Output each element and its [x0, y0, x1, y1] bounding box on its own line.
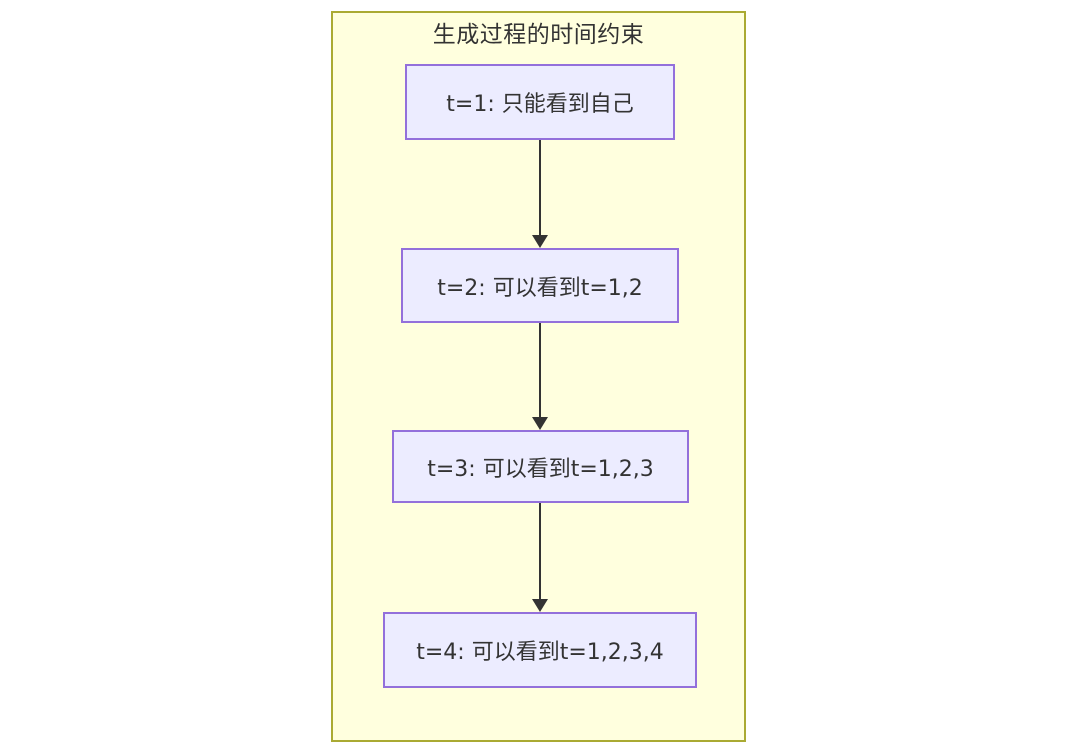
- flow-node-t3: t=3: 可以看到t=1,2,3: [392, 430, 689, 503]
- arrowhead-down-icon: [532, 235, 548, 248]
- cluster-title: 生成过程的时间约束: [432, 22, 645, 48]
- edge-t2-t3: [532, 323, 548, 430]
- flow-node-t2-label: t=2: 可以看到t=1,2: [437, 275, 643, 301]
- edge-t1-t2: [532, 140, 548, 248]
- flow-node-t1-label: t=1: 只能看到自己: [446, 92, 634, 117]
- edge-t3-t4: [532, 503, 548, 612]
- flow-node-t1: t=1: 只能看到自己: [405, 64, 675, 140]
- flow-node-t3-label: t=3: 可以看到t=1,2,3: [427, 456, 654, 482]
- flow-node-t2: t=2: 可以看到t=1,2: [401, 248, 679, 323]
- arrowhead-down-icon: [532, 417, 548, 430]
- flow-node-t4-label: t=4: 可以看到t=1,2,3,4: [416, 640, 664, 665]
- arrowhead-down-icon: [532, 599, 548, 612]
- flow-node-t4: t=4: 可以看到t=1,2,3,4: [383, 612, 697, 688]
